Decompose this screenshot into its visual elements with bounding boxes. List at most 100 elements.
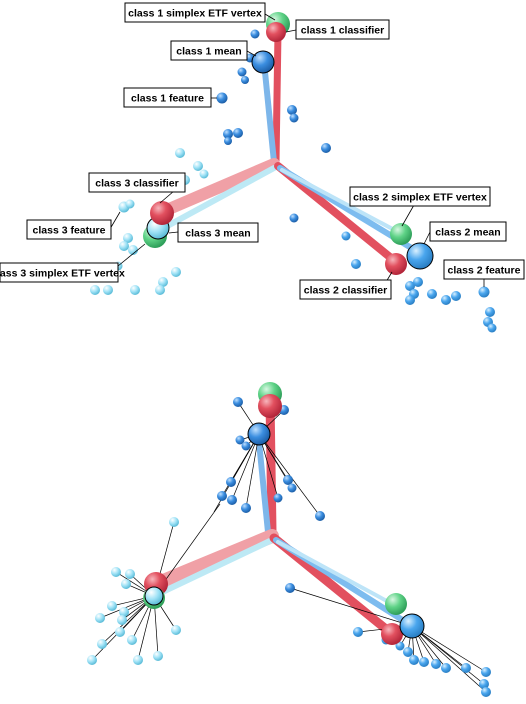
bottom-panel — [87, 382, 491, 697]
class3-feature-point — [169, 517, 179, 527]
class3-feature-point — [103, 285, 113, 295]
svg-text:class 2 classifier: class 2 classifier — [304, 285, 387, 297]
class2-feature-point — [413, 277, 423, 287]
class2-feature-point — [481, 687, 491, 697]
class2-mean — [399, 613, 425, 639]
class2-feature-point — [409, 655, 419, 665]
class3-feature-point — [115, 627, 125, 637]
class1-feature-point — [217, 491, 227, 501]
annotation-class2-feature: class 2 feature — [443, 259, 525, 280]
svg-text:class 1 classifier: class 1 classifier — [301, 25, 384, 37]
annotation-class3-classifier: class 3 classifier — [88, 172, 186, 193]
class3-feature-point — [87, 655, 97, 665]
class1-feature-point — [226, 477, 236, 487]
class2-arm — [274, 162, 421, 266]
class2-feature-point — [441, 295, 451, 305]
class2-mean — [406, 242, 434, 270]
class3-features-bottom — [87, 517, 181, 665]
class1-feature-point — [227, 495, 237, 505]
class1-feature-point — [237, 67, 247, 77]
class1-feature-point — [233, 397, 243, 407]
class3-arm — [156, 158, 280, 233]
svg-text:class 3 feature: class 3 feature — [33, 225, 106, 237]
annotation-class3-mean: class 3 mean — [177, 222, 259, 243]
class2-feature-point — [485, 307, 495, 317]
class1-classifier — [266, 22, 286, 42]
class2-feature-point — [479, 679, 489, 689]
class1-feature-point — [223, 129, 233, 139]
class3-feature-point — [125, 569, 135, 579]
class3-feature-point — [158, 277, 168, 287]
class2-feature-point — [403, 647, 413, 657]
class1-feature-point — [241, 441, 251, 451]
class3-feature-point — [171, 625, 181, 635]
class1-feature-point — [273, 493, 283, 503]
class1-feature-point — [216, 92, 228, 104]
annotation-class1-etf: class 1 simplex ETF vertex — [124, 2, 266, 23]
class2-feature-point — [461, 663, 471, 673]
class1-feature-point — [235, 435, 245, 445]
svg-text:class 3 classifier: class 3 classifier — [95, 178, 178, 190]
svg-text:class 2 feature: class 2 feature — [448, 265, 521, 277]
class3-feature-point — [175, 148, 185, 158]
class3-feature-point — [199, 169, 209, 179]
svg-text:class 1 feature: class 1 feature — [131, 93, 204, 105]
class1-arm-bottom — [255, 395, 277, 537]
annotation-class3-etf: class 3 simplex ETF vertex — [0, 262, 125, 283]
svg-text:class 2 mean: class 2 mean — [435, 227, 500, 239]
class3-classifier — [150, 201, 174, 225]
annotation-class2-etf: class 2 simplex ETF vertex — [349, 186, 491, 207]
class1-feature-point — [250, 29, 260, 39]
class3-feature-point — [117, 615, 127, 625]
class3-mean — [144, 586, 164, 606]
class1-feature-point — [233, 128, 243, 138]
svg-text:class 1 simplex ETF vertex: class 1 simplex ETF vertex — [128, 8, 262, 20]
class2-feature-point — [341, 231, 351, 241]
class3-feature-point — [171, 267, 181, 277]
class1-feature-point — [241, 76, 249, 84]
class1-feature-point — [289, 213, 299, 223]
top-panel: class 1 simplex ETF vertex class 1 class… — [0, 2, 525, 333]
class2-feature-point — [351, 259, 361, 269]
class2-feature-point — [431, 659, 441, 669]
class1-feature-point — [283, 475, 293, 485]
class3-feature-point — [95, 613, 105, 623]
class1-feature-point — [287, 105, 297, 115]
class3-feature-point — [97, 639, 107, 649]
svg-text:class 1 mean: class 1 mean — [176, 46, 241, 58]
annotation-class1-classifier: class 1 classifier — [295, 19, 390, 40]
class3-features — [90, 148, 209, 295]
class3-feature-point — [127, 635, 137, 645]
class3-feature-point — [119, 607, 129, 617]
class3-feature-point — [193, 161, 203, 171]
class2-feature-point — [419, 657, 429, 667]
class1-feature-point — [315, 511, 325, 521]
class2-feature-point — [451, 291, 461, 301]
class3-feature-point — [123, 233, 133, 243]
class2-feature-point — [481, 667, 491, 677]
class2-etf-vertex — [385, 593, 407, 615]
class2-feature-point — [353, 627, 363, 637]
class2-features — [341, 231, 497, 333]
svg-text:class 3 mean: class 3 mean — [185, 228, 250, 240]
class2-feature-point — [405, 281, 415, 291]
class1-feature-point — [287, 483, 297, 493]
class2-feature-point — [487, 323, 497, 333]
class2-etf-vertex — [390, 223, 412, 245]
class2-classifier — [385, 253, 407, 275]
class3-arm-bottom — [149, 529, 279, 599]
class1-feature-point — [289, 113, 299, 123]
class3-feature-point — [90, 285, 100, 295]
class1-feature-point — [241, 503, 251, 513]
class2-feature-point — [395, 641, 405, 651]
class2-feature-point — [405, 295, 415, 305]
annotation-class1-mean: class 1 mean — [170, 40, 248, 61]
class3-feature-point — [155, 285, 165, 295]
class3-feature-point — [107, 601, 117, 611]
class1-mean — [251, 50, 275, 74]
class3-feature-point — [125, 199, 135, 209]
class1-feature-point — [224, 137, 232, 145]
svg-text:class 3 simplex ETF vertex: class 3 simplex ETF vertex — [0, 268, 125, 280]
class2-classifier — [381, 623, 403, 645]
